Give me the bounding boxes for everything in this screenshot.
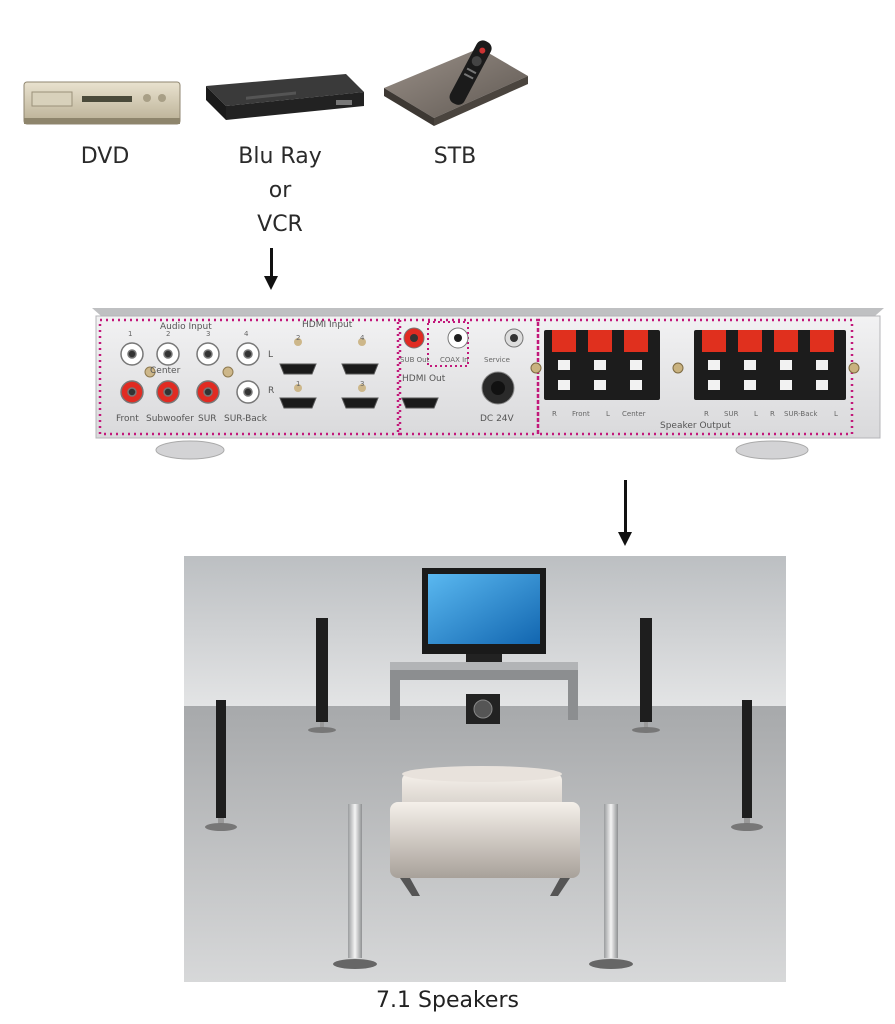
- hdmi-number-2: 2: [296, 334, 301, 342]
- coax-in-label: COAX In: [440, 356, 469, 364]
- bluray-label-line3: VCR: [257, 212, 303, 237]
- bottom-label-sur-back: SUR-Back: [224, 414, 267, 424]
- bottom-label-sur: SUR: [198, 414, 217, 424]
- bottom-label-front: Front: [116, 414, 139, 424]
- receiver-rear-panel: [92, 308, 884, 460]
- speaker-sublabel-l-sur: L: [754, 410, 758, 418]
- hdmi-number-1: 1: [296, 380, 301, 388]
- speaker-sublabel-front: Front: [572, 410, 590, 418]
- hdmi-input-label: HDMI Input: [302, 320, 353, 330]
- stb-label: STB: [433, 144, 477, 169]
- arrow-to-receiver-shaft: [270, 248, 273, 278]
- speaker-sublabel-r-surback: R: [770, 410, 775, 418]
- arrow-to-room-shaft: [624, 480, 627, 532]
- hdmi-number-4: 4: [360, 334, 365, 342]
- speaker-sublabel-sur: SUR: [724, 410, 739, 418]
- sub-out-label: SUB Out: [400, 356, 430, 364]
- dc-24v-label: DC 24V: [480, 414, 514, 424]
- audio-input-label: Audio Input: [160, 322, 212, 332]
- room-caption: 7.1 Speakers: [376, 988, 519, 1013]
- speaker-sublabel-center: Center: [622, 410, 646, 418]
- channel-number-4: 4: [244, 330, 249, 338]
- channel-number-1: 1: [128, 330, 133, 338]
- center-label: Center: [150, 366, 181, 376]
- bluray-player-image: [196, 66, 366, 126]
- arrow-to-receiver-head: [264, 276, 278, 290]
- speaker-sublabel-r-front: R: [552, 410, 557, 418]
- arrow-to-room-head: [618, 532, 632, 546]
- speaker-output-label: Speaker Output: [660, 421, 731, 431]
- channel-number-3: 3: [206, 330, 211, 338]
- channel-number-2: 2: [166, 330, 171, 338]
- dvd-label: DVD: [80, 144, 130, 169]
- speaker-sublabel-l-surback: L: [834, 410, 838, 418]
- service-label: Service: [484, 356, 510, 364]
- speaker-sublabel-sur-back: SUR-Back: [784, 410, 818, 418]
- speaker-sublabel-l-front: L: [606, 410, 610, 418]
- hdmi-out-label: HDMI Out: [402, 374, 446, 384]
- bluray-label-line1: Blu Ray: [238, 144, 322, 169]
- bottom-label-subwoofer: Subwoofer: [146, 414, 194, 424]
- dvd-player-image: [22, 78, 182, 128]
- bluray-label-line2: or: [268, 178, 292, 203]
- speaker-sublabel-r-sur: R: [704, 410, 709, 418]
- r-channel-label: R: [268, 386, 275, 396]
- hdmi-number-3: 3: [360, 380, 365, 388]
- room-illustration: [184, 556, 786, 982]
- l-channel-label: L: [268, 350, 274, 360]
- stb-with-remote-image: [380, 38, 530, 128]
